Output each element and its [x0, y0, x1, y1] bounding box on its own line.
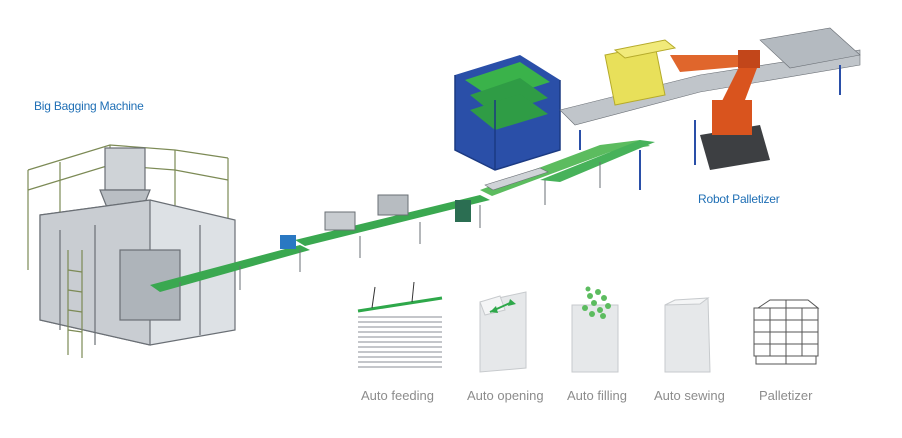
robot-palletizer-label: Robot Palletizer — [698, 192, 780, 206]
pallet-magazine — [454, 55, 561, 171]
step-label-auto-opening: Auto opening — [467, 388, 544, 403]
step-label-auto-feeding: Auto feeding — [361, 388, 435, 403]
conveyor-line — [150, 140, 655, 310]
bag-opening-icon — [479, 291, 527, 373]
step-label-palletizer: Palletizer — [759, 388, 813, 403]
step-label-auto-sewing: Auto sewing — [654, 388, 725, 403]
robot-arm — [670, 50, 770, 170]
bag-filling-icon — [571, 286, 619, 373]
film-roll-icon — [357, 281, 443, 368]
bag-sewing-icon — [664, 297, 711, 373]
pallet-stack-icon — [753, 299, 820, 365]
pallet-conveyor — [559, 27, 861, 190]
bagging-machine-label: Big Bagging Machine — [34, 99, 144, 113]
bagging-machine — [27, 144, 236, 358]
step-label-auto-filling: Auto filling — [567, 388, 627, 403]
